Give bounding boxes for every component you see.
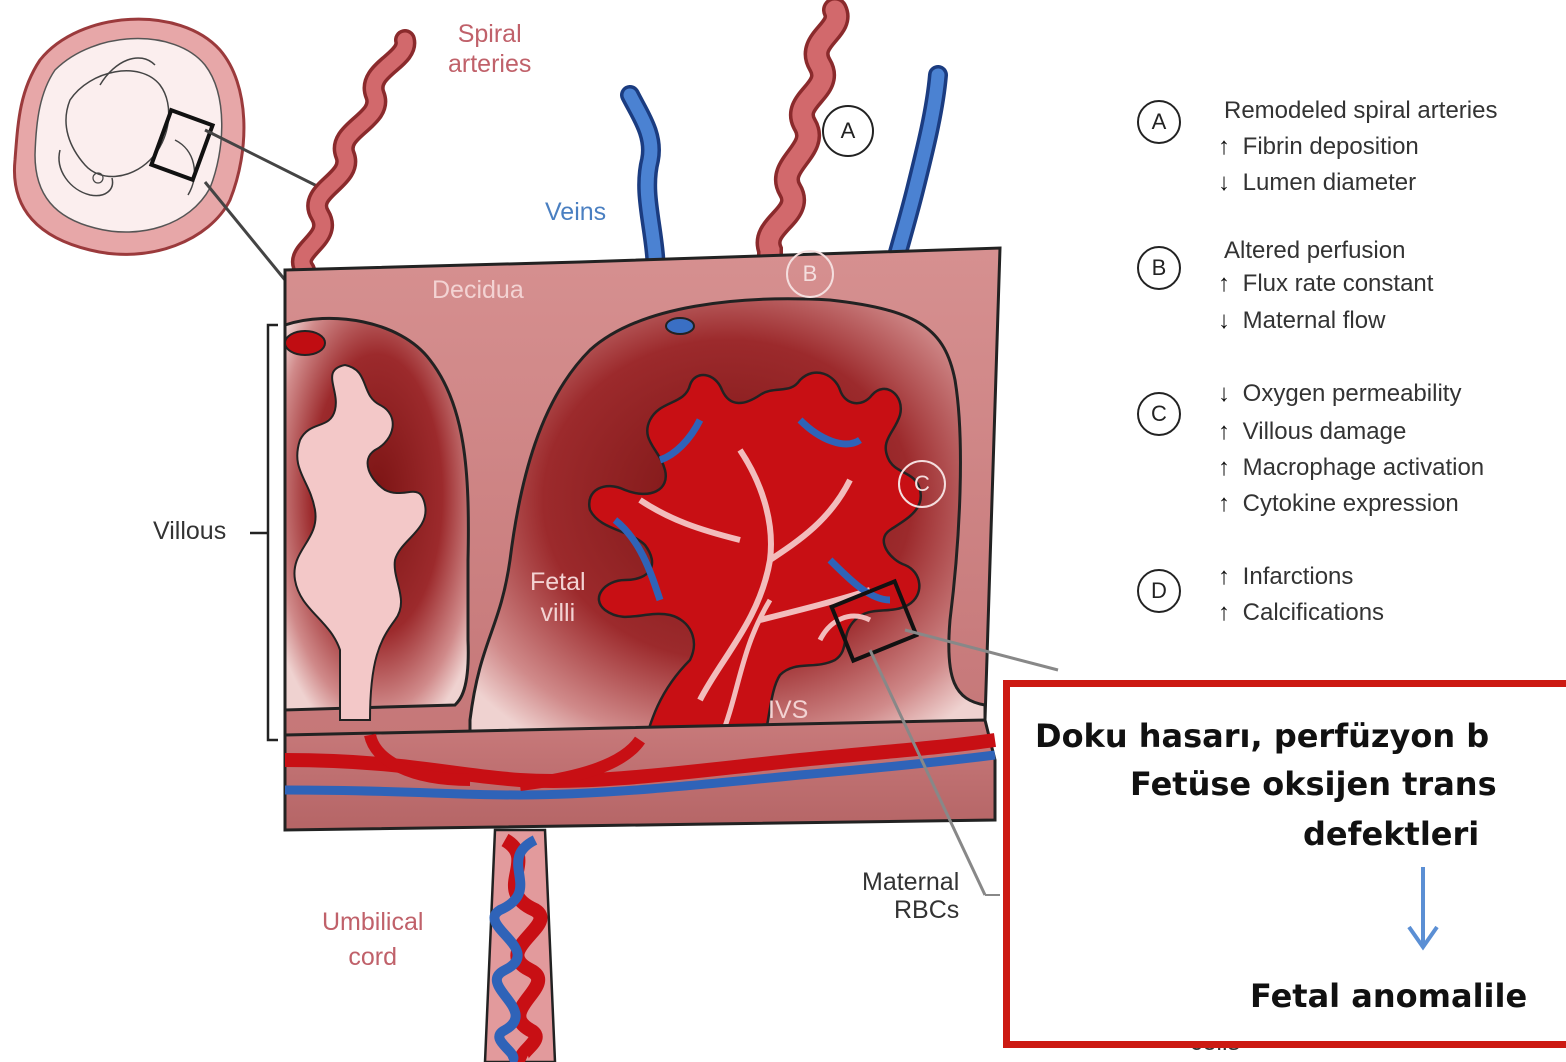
legend-a-item-1: ↑ Fibrin deposition	[1218, 133, 1419, 161]
villous-label: Villous	[153, 519, 226, 544]
callout-line-1: Doku hasarı, perfüzyon b	[1035, 717, 1489, 755]
legend-marker-a: A	[1137, 100, 1181, 144]
callout-line-2: Fetüse oksijen trans	[1130, 765, 1497, 803]
legend-d-item-2: ↑ Calcifications	[1218, 599, 1384, 627]
uterus-sketch	[14, 19, 335, 280]
legend-c-item-1: ↓ Oxygen permeability	[1218, 380, 1461, 408]
legend-b-item-2: ↓ Maternal flow	[1218, 307, 1385, 335]
umbilical-cord	[485, 830, 555, 1062]
down-arrow-icon	[1405, 867, 1441, 957]
marker-a: A	[822, 105, 874, 157]
callout-line-4: Fetal anomalile	[1250, 977, 1527, 1015]
legend-a-title: Remodeled spiral arteries	[1224, 97, 1497, 125]
callout-box: Doku hasarı, perfüzyon b Fetüse oksijen …	[1003, 680, 1566, 1048]
legend-b-item-1: ↑ Flux rate constant	[1218, 270, 1433, 298]
legend-marker-c: C	[1137, 392, 1181, 436]
legend-c-item-4: ↑ Cytokine expression	[1218, 490, 1459, 518]
legend-c-item-3: ↑ Macrophage activation	[1218, 454, 1484, 482]
maternal-rbcs-label: Maternal RBCs	[862, 870, 959, 923]
legend-d-item-1: ↑ Infarctions	[1218, 563, 1353, 591]
legend-a-item-2: ↓ Lumen diameter	[1218, 169, 1416, 197]
legend-b-title: Altered perfusion	[1224, 237, 1405, 265]
callout-line-3: defektleri	[1303, 815, 1479, 853]
spiral-arteries-label: Spiral arteries	[448, 22, 531, 77]
umbilical-cord-label: Umbilical cord	[322, 910, 423, 970]
legend-marker-d: D	[1137, 569, 1181, 613]
marker-c: C	[898, 460, 946, 508]
ivs-label: IVS	[768, 698, 808, 723]
legend-c-item-2: ↑ Villous damage	[1218, 418, 1406, 446]
legend-marker-b: B	[1137, 246, 1181, 290]
veins-label: Veins	[545, 200, 606, 225]
marker-b: B	[786, 250, 834, 298]
fetal-villi-label: Fetal villi	[530, 570, 586, 626]
decidua-label: Decidua	[432, 278, 524, 303]
villous-bracket	[268, 325, 278, 740]
